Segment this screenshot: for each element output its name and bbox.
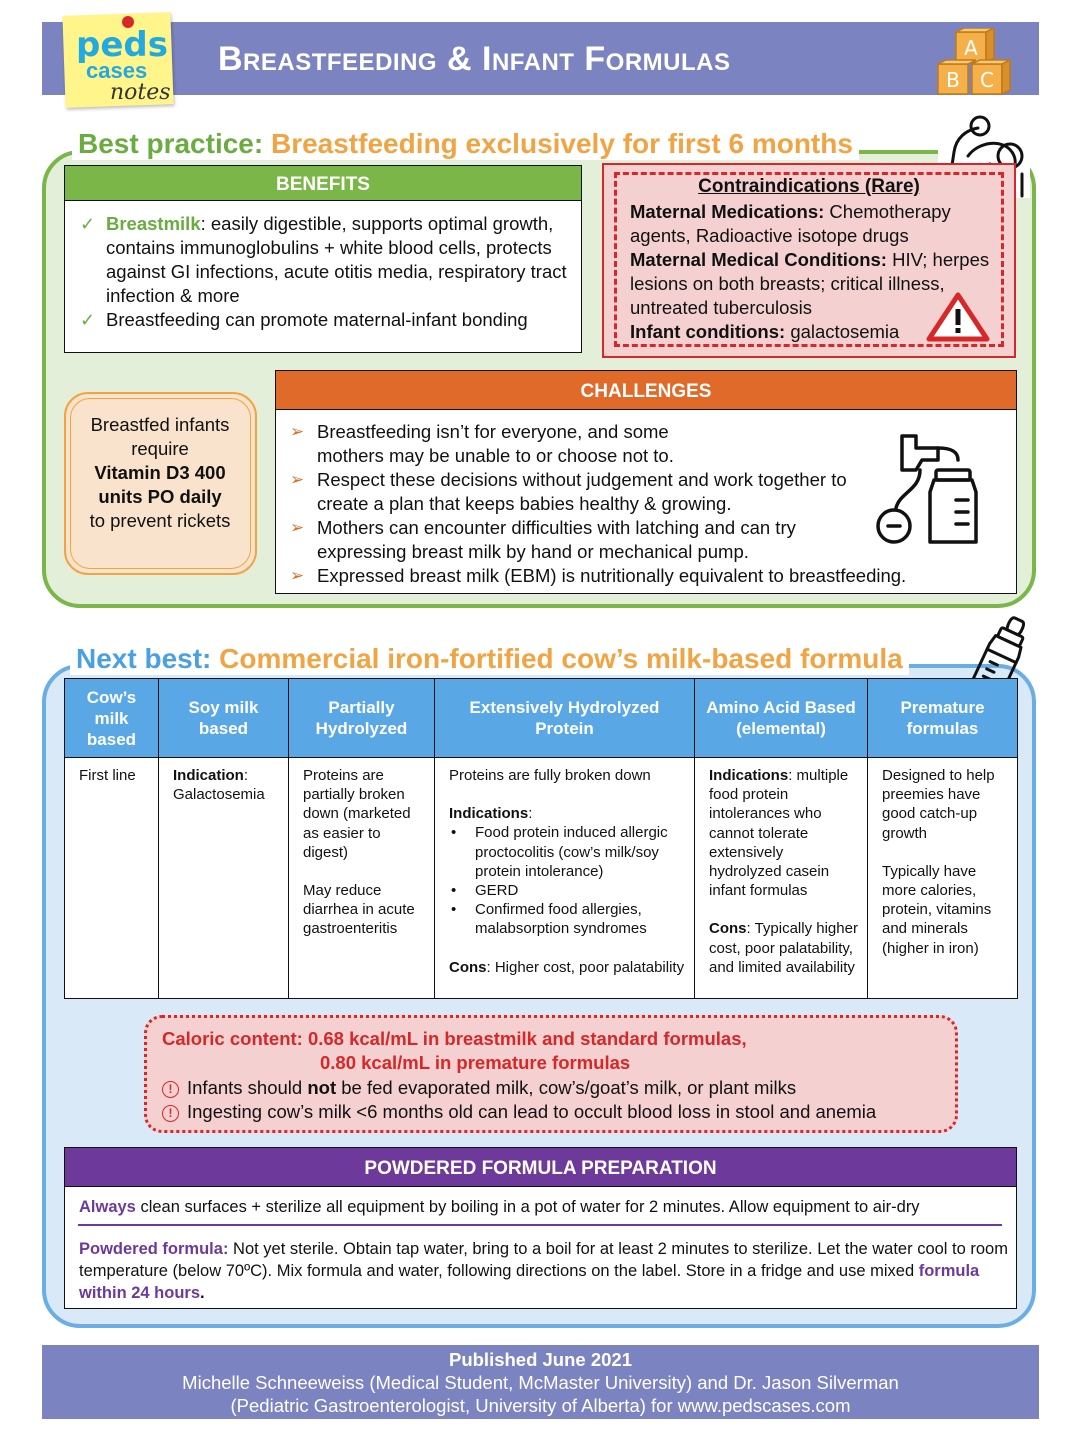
list-item: GERD (449, 881, 686, 900)
column-header: Partially Hydrolyzed (288, 678, 435, 758)
check-icon: ✓ (80, 310, 96, 330)
soy-milk-cell: Indication: Galactosemia (158, 757, 289, 999)
benefits-list: ✓Breastmilk: easily digestible, supports… (78, 212, 573, 332)
list-item: ✓Breastmilk: easily digestible, supports… (80, 213, 567, 306)
column-header: Cow’s milk based (64, 678, 159, 758)
abc-blocks-icon: A B C (937, 28, 1011, 96)
premature-cell: Designed to help preemies have good catc… (867, 757, 1018, 999)
best-practice-heading: Best practice: Breastfeeding exclusively… (72, 128, 859, 160)
logo-cases: cases (86, 58, 148, 83)
arrow-icon: ➢ (290, 566, 305, 585)
vitamin-d-border (70, 398, 251, 569)
logo-notes: notes (110, 80, 171, 105)
check-icon: ✓ (80, 214, 96, 234)
column-header: Premature formulas (867, 678, 1018, 758)
arrow-icon: ➢ (290, 422, 305, 441)
footer-published: Published June 2021 (448, 1349, 632, 1370)
preparation-line2: Powdered formula: Not yet sterile. Obtai… (79, 1240, 1008, 1302)
caloric-warning: !Ingesting cow’s milk <6 months old can … (162, 1100, 876, 1124)
preparation-header: POWDERED FORMULA PREPARATION (64, 1147, 1017, 1187)
list-item: ➢Breastfeeding isn’t for everyone, and s… (290, 421, 674, 466)
caloric-content-line2: 0.80 kcal/mL in premature formulas (320, 1052, 631, 1073)
footer (42, 1345, 1039, 1419)
exclamation-circle-icon: ! (162, 1081, 179, 1098)
preparation-line1: Always clean surfaces + sterilize all eq… (79, 1198, 920, 1216)
pin-icon (122, 16, 134, 28)
partially-hydrolyzed-cell: Proteins are partially broken down (mark… (288, 757, 435, 999)
list-item: ➢Mothers can encounter difficulties with… (290, 517, 796, 562)
divider (78, 1224, 1002, 1226)
benefits-header: BENEFITS (64, 165, 582, 201)
challenges-header: CHALLENGES (275, 370, 1017, 410)
cow-milk-cell: First line (64, 757, 159, 999)
contraindications-border (614, 172, 1004, 347)
page-title: Breastfeeding & Infant Formulas (218, 40, 731, 78)
caloric-warning: !Infants should not be fed evaporated mi… (162, 1076, 796, 1100)
challenges-list: ➢Breastfeeding isn’t for everyone, and s… (290, 420, 1010, 588)
header-bar (42, 22, 1039, 95)
pedscases-logo: peds cases notes (62, 12, 182, 110)
footer-affiliation: (Pediatric Gastroenterologist, Universit… (230, 1395, 851, 1416)
list-item: Food protein induced allergic proctocoli… (449, 823, 686, 881)
arrow-icon: ➢ (290, 518, 305, 537)
caloric-content-line1: Caloric content: 0.68 kcal/mL in breastm… (162, 1028, 747, 1049)
vitamin-d-box (64, 392, 257, 575)
exclamation-circle-icon: ! (162, 1105, 179, 1122)
svg-text:A: A (964, 36, 978, 60)
column-header: Amino Acid Based (elemental) (694, 678, 868, 758)
column-header: Extensively Hydrolyzed Protein (434, 678, 695, 758)
vitamin-d-text: Breastfed infants require Vitamin D3 400… (89, 414, 231, 531)
svg-text:B: B (946, 68, 960, 92)
arrow-icon: ➢ (290, 470, 305, 489)
svg-text:C: C (980, 68, 994, 92)
warning-icon (926, 292, 990, 342)
extensively-hydrolyzed-cell: Proteins are fully broken down Indicatio… (434, 757, 695, 999)
breast-pump-icon (876, 434, 978, 544)
formula-table: Cow’s milk based Soy milk based Partiall… (64, 678, 1018, 999)
table-header-row: Cow’s milk based Soy milk based Partiall… (64, 678, 1018, 758)
caloric-content-box (144, 1015, 958, 1133)
list-item: Confirmed food allergies, malabsorption … (449, 900, 686, 938)
amino-acid-cell: Indications: multiple food protein intol… (694, 757, 868, 999)
list-item: ✓Breastfeeding can promote maternal-infa… (80, 309, 528, 330)
list-item: ➢Respect these decisions without judgeme… (290, 469, 847, 514)
contraindications-text: Maternal Medications: Chemotherapy agent… (630, 201, 990, 342)
table-row: First line Indication: Galactosemia Prot… (64, 757, 1018, 999)
logo-peds: peds (76, 25, 168, 65)
next-best-heading: Next best: Commercial iron-fortified cow… (70, 643, 909, 675)
contraindications-title: Contraindications (Rare) (698, 176, 920, 197)
footer-authors: Michelle Schneeweiss (Medical Student, M… (182, 1372, 899, 1393)
column-header: Soy milk based (158, 678, 289, 758)
list-item: ➢Expressed breast milk (EBM) is nutritio… (290, 565, 907, 586)
